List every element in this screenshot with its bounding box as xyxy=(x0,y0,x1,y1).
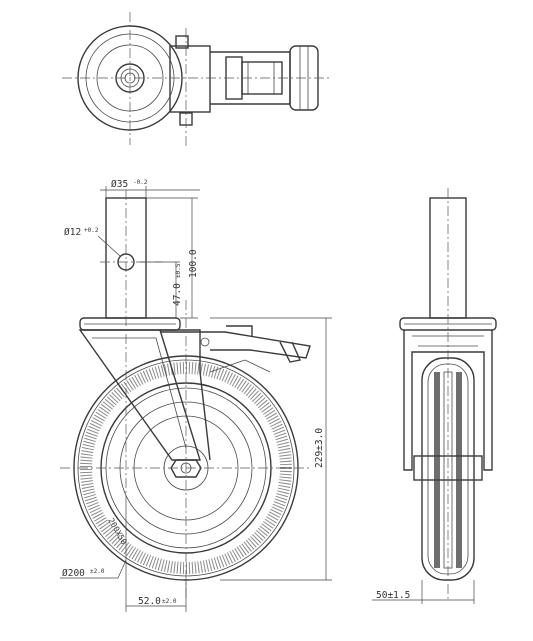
offset-tolerance: ±2.0 xyxy=(162,598,177,605)
stem-length-label: 100.0 xyxy=(188,249,199,278)
wheel-width-label: 50±1.5 xyxy=(376,590,410,601)
hole-height-tolerance: ±0.5 xyxy=(175,263,182,278)
side-view xyxy=(399,188,497,600)
stem-diameter-label: Ø35 xyxy=(111,179,128,190)
hole-height-label: 47.0 xyxy=(172,283,183,306)
side-dimensions xyxy=(372,580,475,604)
front-dimensions xyxy=(60,186,332,612)
stem-diameter-tolerance: -0.2 xyxy=(133,179,148,186)
overall-height-label: 229±3.0 xyxy=(314,428,325,468)
offset-label: 52.0 xyxy=(138,596,161,607)
wheel-diameter-label: Ø200 xyxy=(62,568,85,579)
wheel-diameter-tolerance: ±2.0 xyxy=(90,568,105,575)
hole-diameter-label: Ø12 xyxy=(64,227,81,238)
top-view xyxy=(62,12,330,148)
front-view xyxy=(60,190,311,600)
hole-diameter-tolerance: +0.2 xyxy=(84,227,99,234)
